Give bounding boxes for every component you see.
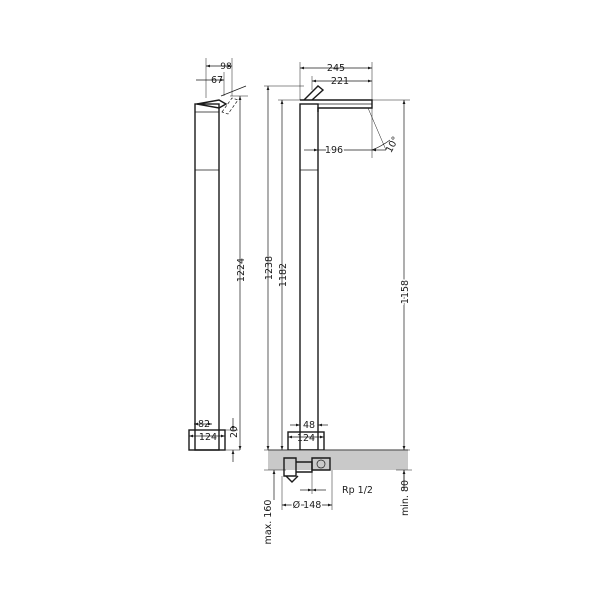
dim-1238: 1238	[264, 256, 275, 280]
dim-1224: 1224	[236, 258, 247, 282]
side-spout	[196, 99, 228, 109]
dim-1182: 1182	[278, 263, 289, 287]
side-column	[194, 103, 220, 451]
dim-82: 82	[198, 419, 210, 430]
dim-67: 67	[211, 75, 223, 86]
dim-max160: max. 160	[263, 500, 274, 545]
dim-98: 98	[220, 62, 232, 72]
floor-slab	[268, 450, 408, 470]
angle-arc	[371, 139, 391, 151]
dim-196: 196	[325, 145, 343, 156]
rough-in: Rp 1/2 Ø 148 max. 160 min. 80	[263, 449, 412, 545]
front-column	[299, 103, 319, 451]
dim-148: Ø 148	[293, 500, 322, 511]
rough-connector	[311, 457, 331, 471]
dim-20: 20	[229, 426, 240, 438]
dim-1158: 1158	[400, 280, 411, 304]
dim-221: 221	[331, 76, 349, 87]
dim-124-side: 124	[199, 432, 217, 443]
dim-min80: min. 80	[400, 480, 411, 516]
front-spout	[300, 99, 373, 112]
dim-124-front: 124	[297, 433, 315, 444]
front-view: 245 221 196 10° 1238 1182 1158 48	[264, 62, 413, 451]
dim-rp: Rp 1/2	[342, 485, 373, 496]
dim-48: 48	[303, 420, 315, 431]
dim-angle: 10°	[384, 135, 402, 155]
side-lever	[221, 97, 239, 115]
dim-245: 245	[327, 63, 345, 74]
front-lever	[303, 85, 325, 101]
side-view: 98 67 1224 82 124 20	[188, 58, 248, 462]
